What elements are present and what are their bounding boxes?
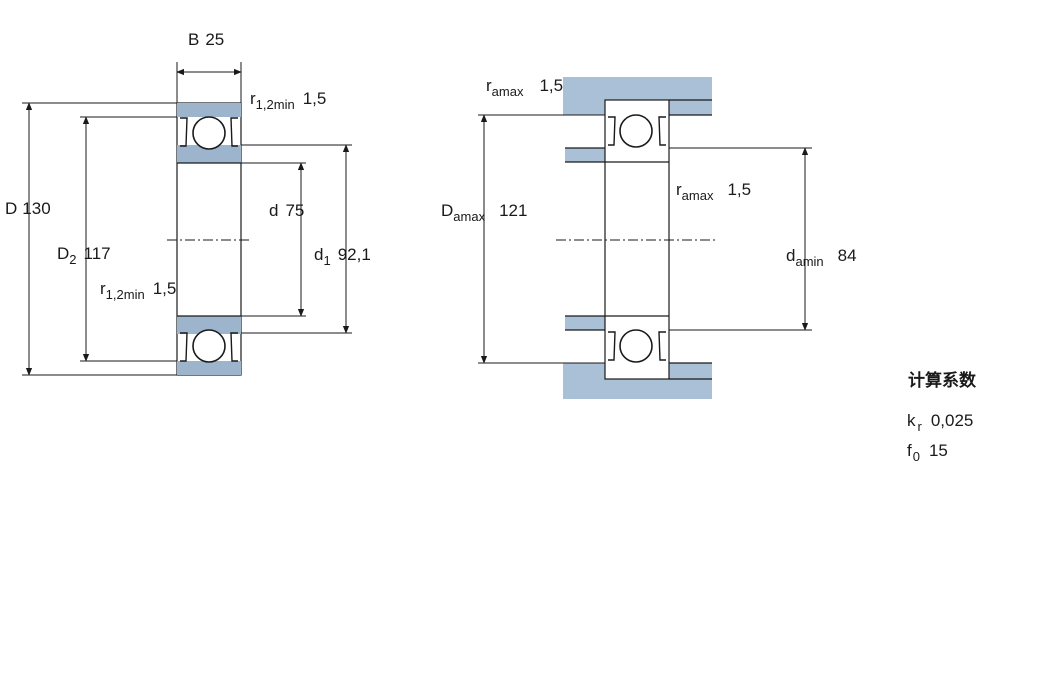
seal-bottom-right bbox=[230, 332, 238, 362]
ball-bottom bbox=[192, 329, 226, 363]
shaft-shoulder-top bbox=[565, 148, 605, 162]
seal-top-right bbox=[230, 117, 238, 147]
ball-top bbox=[192, 116, 226, 150]
abutment-ball-bottom bbox=[619, 329, 653, 363]
seal-top-left bbox=[180, 117, 188, 147]
inner-ring-bottom bbox=[177, 316, 241, 334]
outer-ring-top bbox=[177, 103, 241, 117]
shaft-shoulder-bottom bbox=[565, 316, 605, 330]
abutment-ball-top bbox=[619, 114, 653, 148]
abutment-section bbox=[478, 77, 812, 399]
seal-bottom-left bbox=[180, 332, 188, 362]
outer-ring-bottom bbox=[177, 361, 241, 375]
inner-ring-top bbox=[177, 145, 241, 163]
bearing-section bbox=[22, 62, 352, 376]
factors-heading: 计算系数 bbox=[908, 370, 977, 391]
